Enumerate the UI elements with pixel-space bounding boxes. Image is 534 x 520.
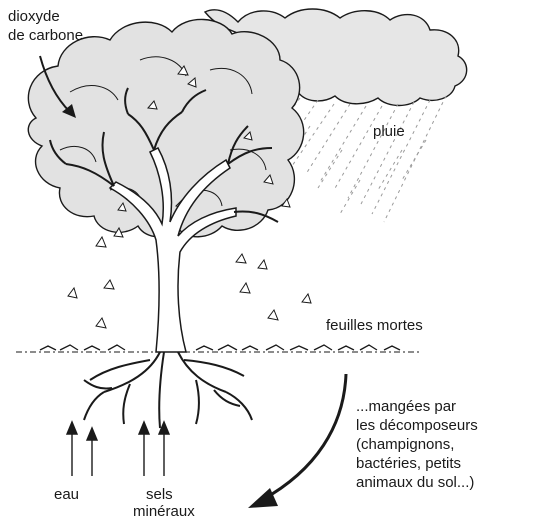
label-co2-line1: dioxyde xyxy=(8,8,60,25)
ground-line xyxy=(16,345,420,352)
label-water: eau xyxy=(54,486,79,503)
label-minerals-line2: minéraux xyxy=(133,503,195,520)
label-rain: pluie xyxy=(373,123,405,140)
uptake-arrows xyxy=(67,422,169,476)
label-minerals-line1: sels xyxy=(146,486,173,503)
falling-leaves xyxy=(68,228,311,328)
label-decomposers-line3: (champignons, xyxy=(356,436,454,453)
label-decomposers-line1: ...mangées par xyxy=(356,398,456,415)
label-decomposers-line4: bactéries, petits xyxy=(356,455,461,472)
label-dead-leaves: feuilles mortes xyxy=(326,317,423,334)
decomposition-arrow xyxy=(248,374,346,508)
tree-roots xyxy=(84,352,252,428)
label-decomposers-line5: animaux du sol...) xyxy=(356,474,474,491)
label-decomposers-line2: les décomposeurs xyxy=(356,417,478,434)
label-co2-line2: de carbone xyxy=(8,27,83,44)
